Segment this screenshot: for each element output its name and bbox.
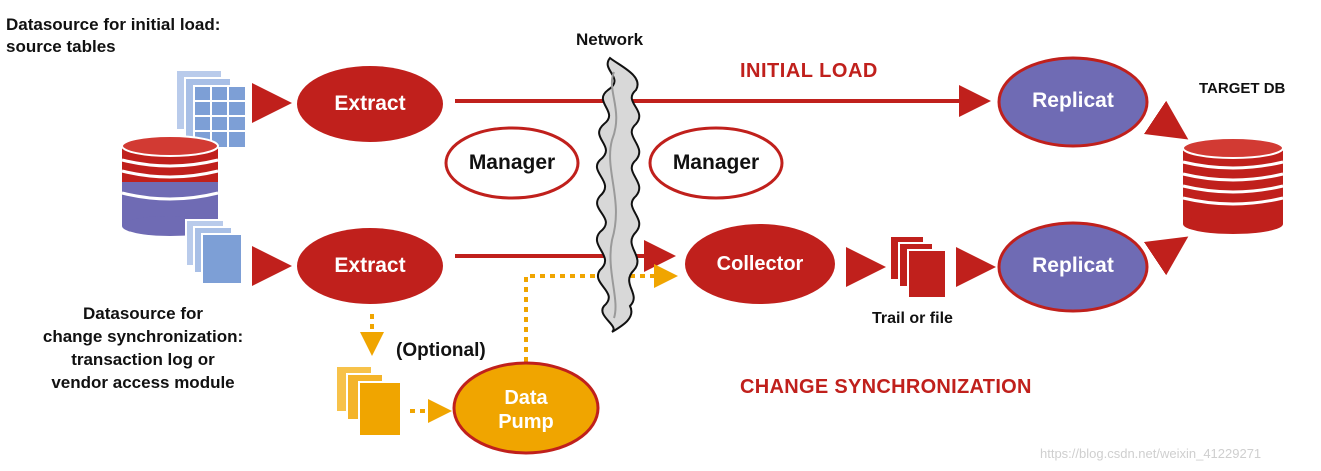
manager-left-label: Manager [468, 151, 556, 174]
manager-right-label: Manager [672, 151, 760, 174]
replicat-top-label: Replicat [1032, 89, 1114, 112]
extract-top-node [297, 66, 443, 142]
data-pump-label: Data Pump [498, 387, 554, 433]
optional-label: (Optional) [396, 340, 486, 361]
initial-source-label: Datasource for initial load: source tabl… [6, 15, 221, 56]
change-sync-label: CHANGE SYNCHRONIZATION [740, 376, 1032, 398]
extract-bottom-node [297, 228, 443, 304]
collector-label: Collector [716, 253, 804, 275]
change-source-label: Datasource for change synchronization: t… [42, 304, 244, 392]
source-tables-icon [175, 69, 247, 149]
network-label: Network [576, 30, 644, 49]
replicat-bottom-label: Replicat [1032, 254, 1114, 277]
trail-file-label: Trail or file [872, 310, 953, 327]
arrow-replicat-top-to-db [1143, 100, 1189, 140]
trail-file-icon [889, 235, 947, 299]
data-pump-node [452, 361, 600, 455]
collector-node [685, 224, 835, 304]
manager-right-node [648, 126, 784, 200]
initial-load-label: INITIAL LOAD [740, 60, 878, 82]
transaction-log-icon [185, 219, 243, 285]
extract-bottom-label: Extract [334, 254, 406, 277]
pump-trail-icon [335, 365, 402, 437]
target-database-icon [1182, 137, 1284, 234]
arrow-pump-to-collector [524, 264, 678, 362]
arrow-replicat-bottom-to-db [1143, 236, 1189, 276]
source-database-icon [121, 135, 219, 236]
target-db-label: TARGET DB [1199, 80, 1286, 97]
manager-left-node [444, 126, 580, 200]
watermark: https://blog.csdn.net/weixin_41229271 [1040, 446, 1262, 461]
extract-top-label: Extract [334, 92, 406, 115]
network-cloud [596, 56, 641, 333]
